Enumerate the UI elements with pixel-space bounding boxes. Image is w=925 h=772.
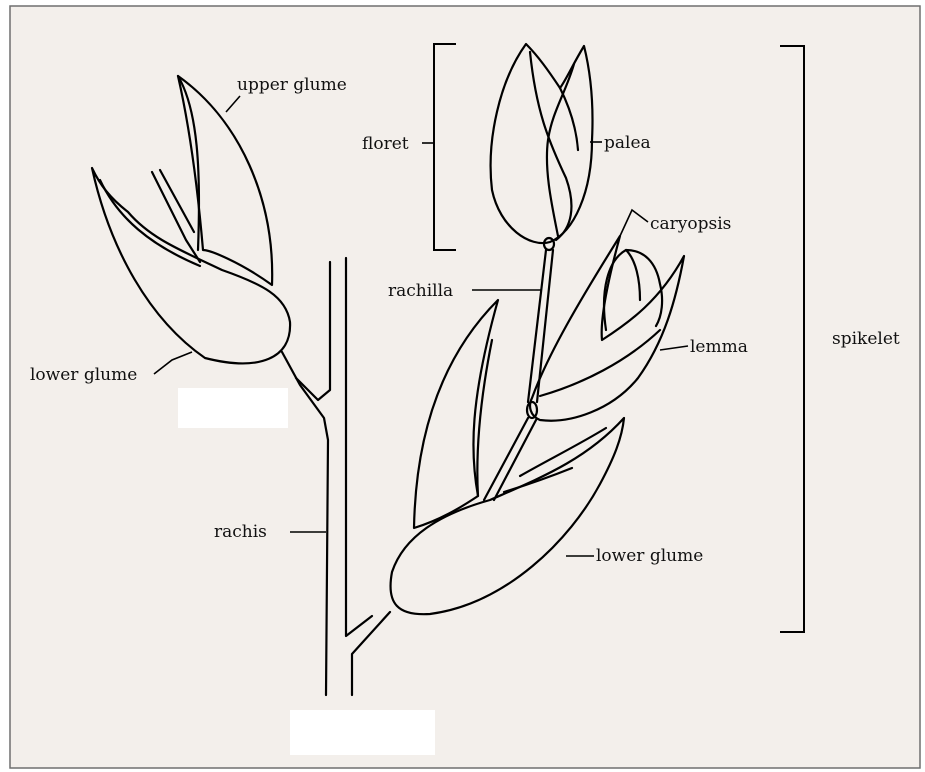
label-rachilla: rachilla: [388, 281, 453, 301]
erased-patch-left: [178, 388, 288, 428]
label-lemma: lemma: [690, 337, 748, 357]
label-lower-glume-right: lower glume: [596, 546, 703, 566]
label-caryopsis: caryopsis: [650, 214, 731, 234]
label-rachis: rachis: [214, 522, 267, 542]
label-palea: palea: [604, 133, 651, 153]
label-spikelet: spikelet: [832, 329, 900, 349]
diagram-frame: [10, 6, 920, 768]
erased-patch-bottom: [290, 710, 435, 755]
label-lower-glume-left: lower glume: [30, 365, 137, 385]
label-floret: floret: [362, 134, 409, 154]
label-upper-glume: upper glume: [237, 75, 347, 95]
